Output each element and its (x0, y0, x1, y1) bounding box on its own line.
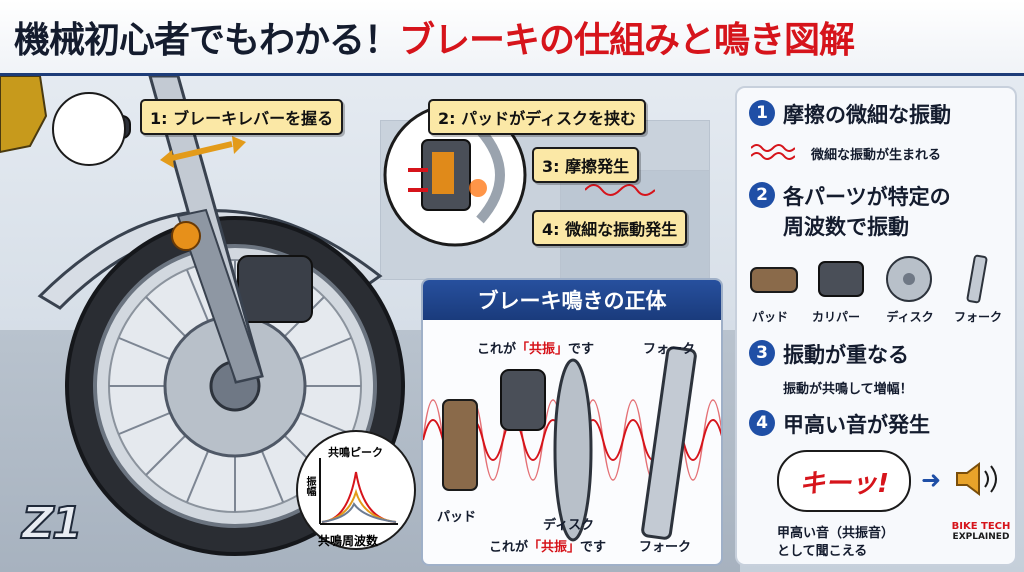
step-title: 摩擦の微細な振動 (783, 103, 951, 127)
callout-step-2: 2: パッドがディスクを挟む (428, 99, 646, 135)
arrow-icon: ➜ (921, 466, 942, 494)
sound-burst: キーッ! (777, 450, 911, 512)
step-title: 振動が重なる (783, 343, 909, 367)
callout-step-1: 1: ブレーキレバーを握る (140, 99, 344, 135)
hand-grip-icon (52, 92, 126, 166)
callout-step-4: 4: 微細な振動発生 (532, 210, 688, 246)
result-line-1: 甲高い音（共振音） (777, 526, 895, 541)
step-title-line: 周波数で振動 (783, 215, 909, 239)
motorcycle-illustration (0, 76, 405, 556)
page-title: 機械初心者でもわかる！ (14, 19, 400, 61)
step-title: 各パーツが特定の 周波数で振動 (783, 182, 951, 242)
part-label-fork: フォーク (953, 310, 1002, 324)
title-bar: 機械初心者でもわかる！ ブレーキの仕組みと鳴き図解 (0, 0, 1024, 76)
step-number: 2 (749, 182, 775, 208)
vibration-wave-icon (751, 144, 795, 160)
step-1-note: 微細な振動が生まれる (811, 148, 942, 163)
step-number: 3 (749, 340, 775, 366)
brand-line-2: EXPLAINED (952, 532, 1010, 542)
step-number: 4 (749, 410, 775, 436)
sound-text: キーッ! (799, 468, 889, 499)
step-3-heading: 3 振動が重なる (749, 340, 909, 370)
resonance-label-top: これが「共振」です (477, 342, 595, 357)
fork-label-bottom: フォーク (639, 540, 692, 555)
brand-logo: BIKE TECH EXPLAINED (943, 521, 1019, 543)
resonance-illustration (423, 346, 721, 542)
explanation-panel: 1 摩擦の微細な振動 微細な振動が生まれる 2 各パーツが特定の 周波数で振動 … (735, 86, 1017, 566)
resonance-graph: 共鳴ピーク 振幅 (296, 430, 416, 550)
speaker-icon (956, 462, 997, 496)
brand-line-1: BIKE TECH (951, 521, 1011, 532)
step-4-heading: 4 甲高い音が発生 (749, 410, 930, 440)
part-label-pad: パッド (751, 310, 788, 324)
step-1-heading: 1 摩擦の微細な振動 (749, 100, 951, 130)
step-2-heading: 2 各パーツが特定の 周波数で振動 (749, 182, 951, 242)
z1-logo: Z1 (21, 497, 83, 550)
step-number: 1 (749, 100, 775, 126)
disc-label: ディスク (543, 518, 595, 533)
graph-y-label: 振幅 (304, 476, 315, 496)
step-title-line: 各パーツが特定の (783, 185, 951, 209)
resonance-label-bottom: これが「共振」です (489, 540, 607, 555)
part-label-disc: ディスク (886, 310, 934, 324)
part-label-caliper: カリパー (811, 310, 860, 324)
panel-heading: ブレーキ鳴きの正体 (423, 280, 721, 320)
step-3-note: 振動が共鳴して増幅！ (783, 382, 913, 397)
fork-label-top: フォーク (643, 342, 696, 357)
page-title-accent: ブレーキの仕組みと鳴き図解 (399, 19, 855, 61)
result-line-2: として聞こえる (777, 544, 868, 559)
brake-squeal-panel: ブレーキ鳴きの正体 これが「共振」です フォーク パッド ディスク これが「共振… (421, 278, 723, 566)
brake-parts-icons (750, 254, 988, 304)
graph-peak-label: 共鳴ピーク (328, 446, 383, 459)
caliper-zoom-illustration (383, 103, 527, 247)
pad-label: パッド (437, 510, 477, 525)
callout-step-3: 3: 摩擦発生 (532, 147, 640, 183)
vibration-wave-icon (585, 184, 655, 196)
step-title: 甲高い音が発生 (783, 413, 930, 437)
graph-x-label: 共鳴周波数 (318, 534, 379, 548)
